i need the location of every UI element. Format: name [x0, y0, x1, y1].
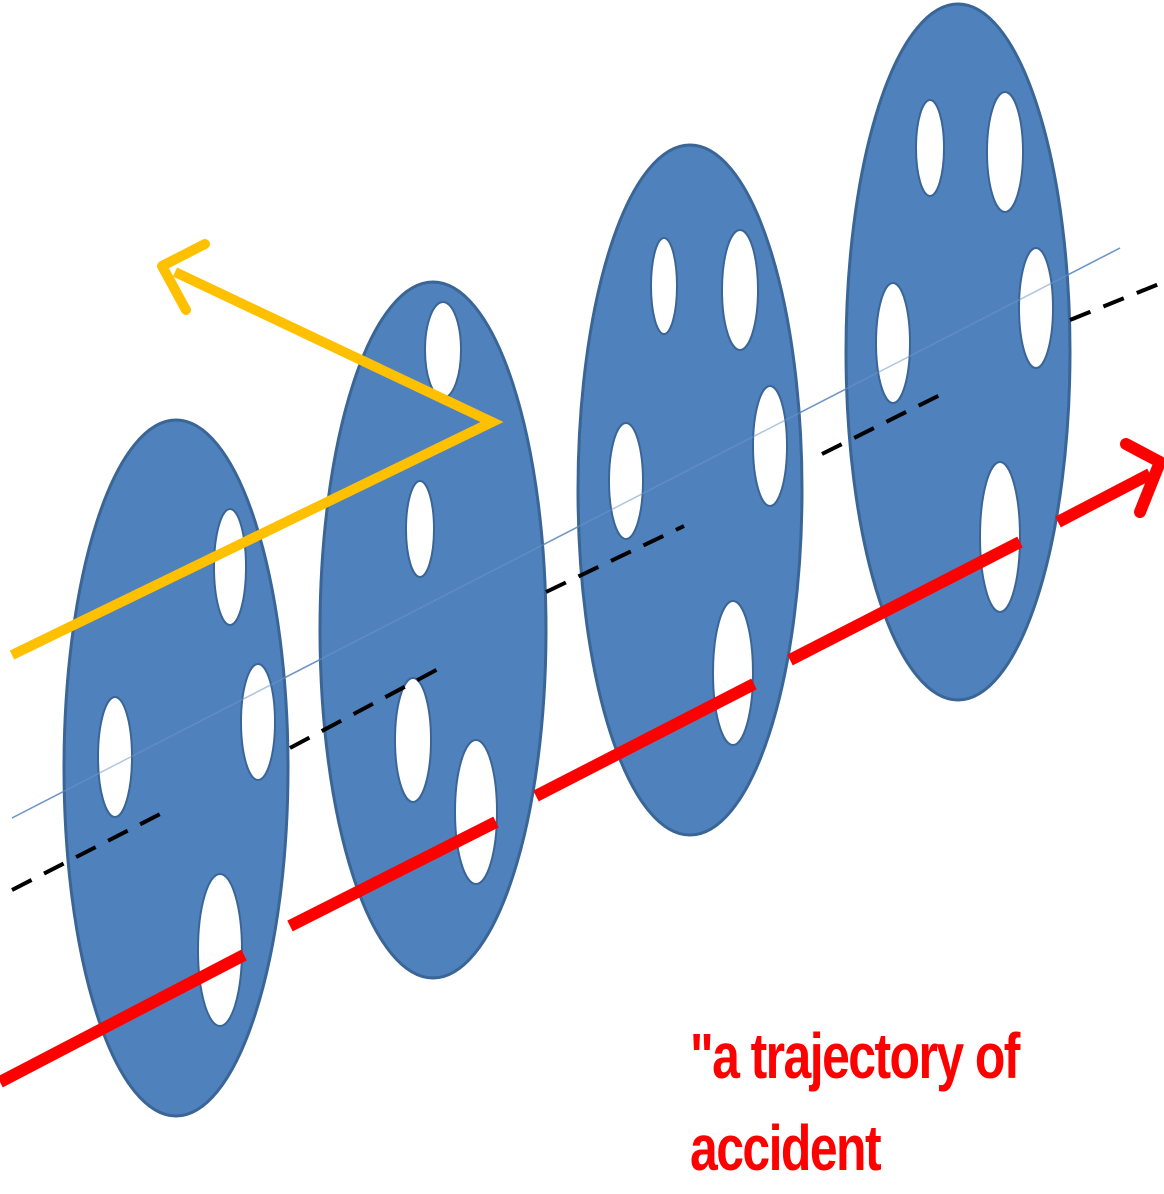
slice-2 — [318, 280, 548, 980]
slice-1 — [62, 418, 290, 1118]
accident-trajectory-arrowhead — [1120, 438, 1164, 518]
accident-trajectory-segment — [533, 678, 757, 802]
slice-1-hole — [213, 508, 247, 626]
slice-1-hole — [97, 696, 133, 818]
dashed-segment — [821, 388, 951, 456]
slice-4-hole — [915, 99, 945, 197]
slice-1-hole — [197, 873, 243, 1027]
slice-2-hole — [454, 739, 498, 885]
dashed-path-segments — [11, 280, 1164, 892]
slice-3-hole — [608, 422, 644, 540]
slice-4-hole — [1018, 247, 1054, 369]
accident-trajectory-segment — [1055, 468, 1153, 528]
slice-3-hole — [752, 385, 788, 507]
slice-3 — [576, 143, 804, 837]
slice-1-hole — [240, 663, 276, 781]
dashed-segment — [545, 524, 685, 594]
dashed-segment — [289, 666, 441, 750]
slice-2-hole — [424, 301, 462, 399]
accident-trajectory — [0, 438, 1164, 1088]
slice-3-hole — [650, 237, 678, 335]
slice-2-hole — [405, 480, 435, 578]
slice-3-hole — [721, 229, 759, 351]
slice-3-hole — [712, 600, 754, 746]
slice-4 — [844, 2, 1072, 702]
deflected-trajectory-arrowhead — [157, 239, 210, 315]
caption: "a trajectory of accident — [690, 1010, 1057, 1194]
caption-line-2: accident — [690, 1112, 882, 1184]
swiss-cheese-diagram — [0, 2, 1164, 1118]
dashed-segment — [11, 808, 169, 892]
slice-4-hole — [875, 282, 911, 404]
deflected-trajectory-line — [9, 267, 504, 660]
dashed-segment — [1069, 280, 1164, 322]
caption-line-1: "a trajectory of — [690, 1020, 1020, 1092]
slice-4-hole — [986, 91, 1024, 213]
slice-4-hole — [979, 461, 1021, 613]
slice-2-hole — [394, 677, 432, 803]
deflected-trajectory — [9, 239, 504, 660]
accident-trajectory-segment — [787, 536, 1023, 666]
thin-axis-overlay — [11, 247, 1121, 819]
accident-trajectory-segment — [287, 816, 499, 932]
accident-trajectory-segment — [0, 949, 247, 1088]
